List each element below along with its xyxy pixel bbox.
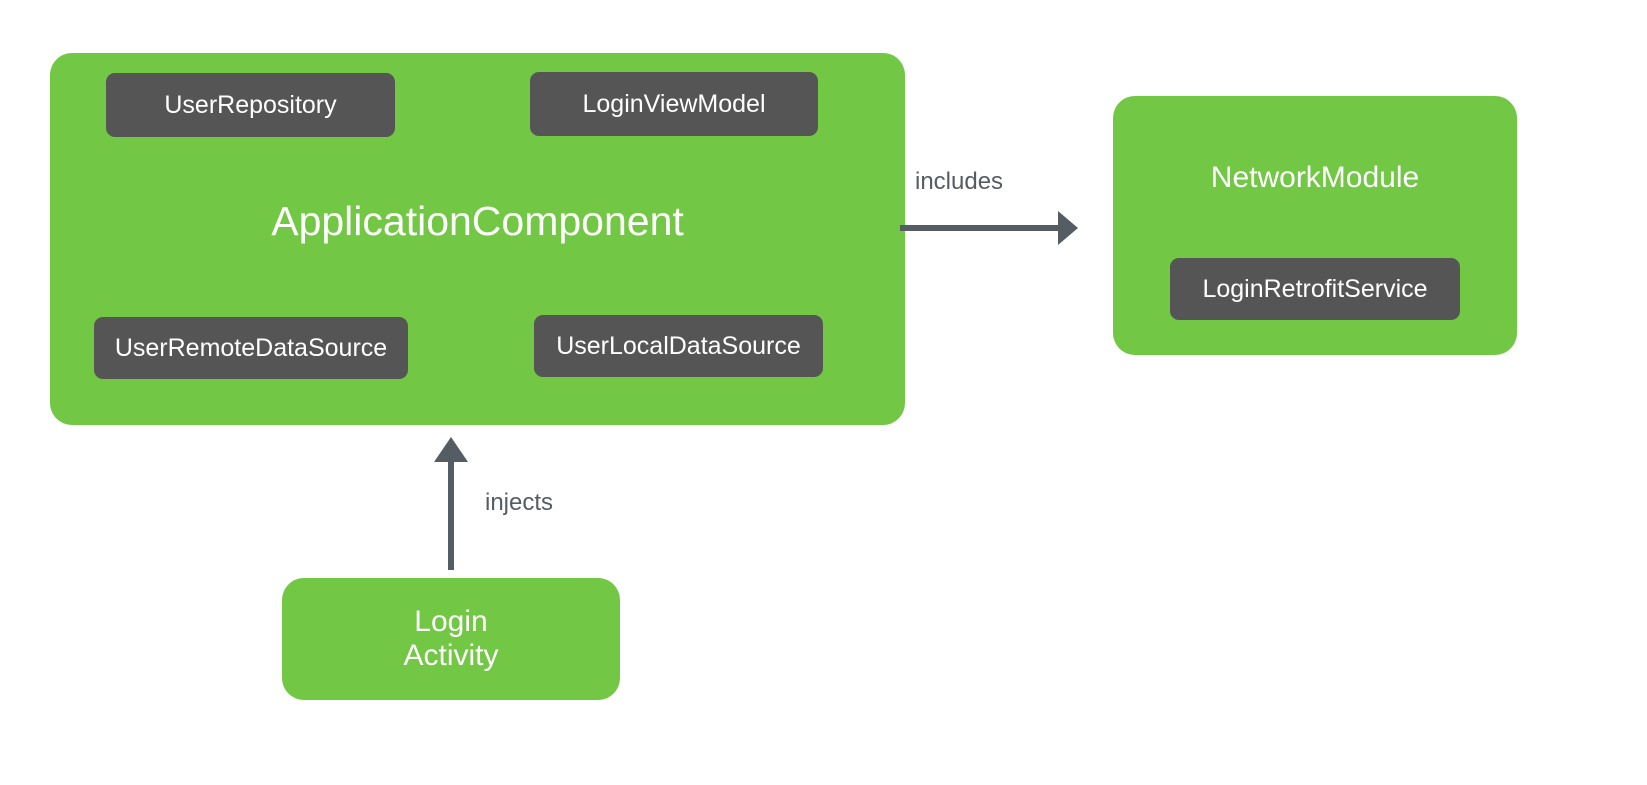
injects-edge-label: injects	[485, 489, 554, 516]
includes-arrow-icon	[900, 211, 1078, 245]
user-repository-node[interactable]: UserRepository	[106, 73, 395, 137]
application-component-label: ApplicationComponent	[271, 198, 684, 244]
login-viewmodel-node[interactable]: LoginViewModel	[530, 72, 818, 136]
user-local-datasource-node[interactable]: UserLocalDataSource	[534, 315, 823, 377]
injects-arrow-icon	[434, 437, 468, 570]
includes-edge-label: includes	[915, 168, 1004, 195]
user-remote-datasource-node[interactable]: UserRemoteDataSource	[94, 317, 408, 379]
login-activity-node[interactable]: Login Activity	[282, 578, 620, 700]
network-module-label: NetworkModule	[1210, 161, 1420, 194]
login-retrofit-service-node[interactable]: LoginRetrofitService	[1170, 258, 1460, 320]
